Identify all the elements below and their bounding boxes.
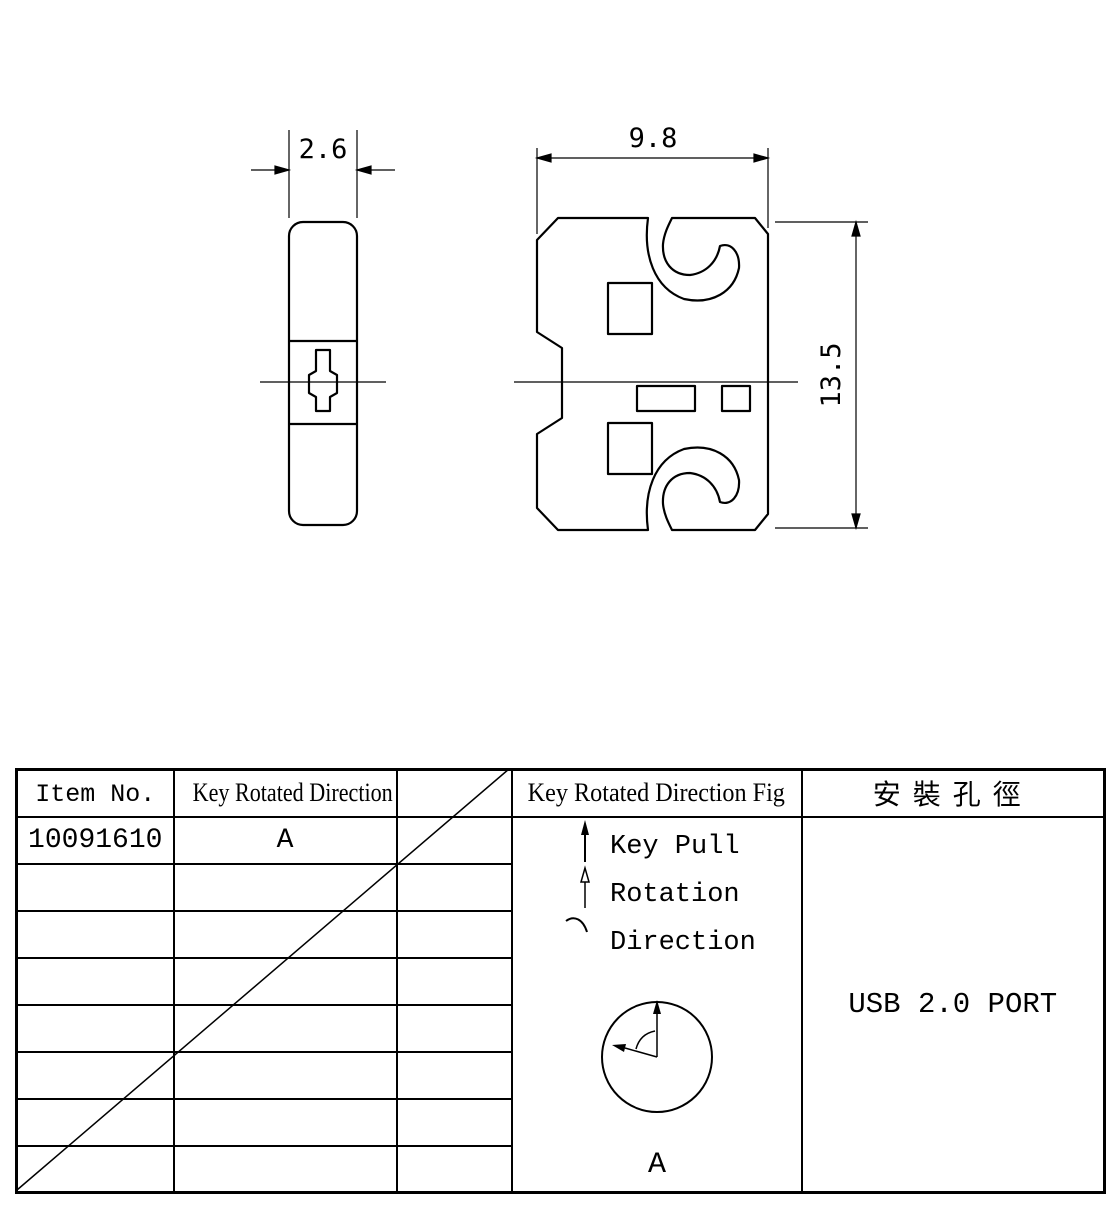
table-row (15, 862, 1105, 912)
header-blank (395, 768, 513, 818)
table-cell (15, 862, 175, 912)
spec-table: Item No. Key Rotated Direction Key Rotat… (15, 768, 1106, 1194)
arrowhead (753, 153, 771, 163)
rotation-label: Rotation (610, 880, 740, 910)
center-tab-right (720, 384, 752, 413)
rotation-direction-arrowhead (612, 1044, 626, 1052)
direction-label: Direction (610, 928, 756, 958)
header-key-direction-fig-label: Key Rotated Direction Fig (527, 778, 786, 808)
rotation-arc (635, 1030, 656, 1050)
item-no-cell: 10091610 (15, 815, 175, 865)
table-row (15, 1003, 1105, 1053)
direction-cell: A (172, 815, 398, 865)
table-diagonal-line (16, 768, 510, 1191)
key-slot-outline (307, 348, 339, 413)
table-cell (395, 1050, 513, 1100)
table-cell (15, 909, 175, 959)
table-row (15, 1144, 1105, 1194)
table-cell (395, 1097, 513, 1147)
header-mounting-hole-label: 安裝孔徑 (872, 780, 1033, 812)
port-cell: USB 2.0 PORT (800, 815, 1106, 1194)
arrowhead (851, 219, 861, 237)
table-row (15, 1097, 1105, 1147)
dimension-side-width-value: 2.6 (299, 134, 348, 165)
key-pull-arrowhead (581, 820, 589, 835)
side-view-outline (287, 220, 359, 527)
table-cell (172, 1003, 398, 1053)
dimension-front-width (534, 148, 771, 234)
table-cell (172, 862, 398, 912)
rect-hole-bottom (606, 421, 654, 476)
rotation-arrowhead (580, 865, 590, 883)
table-cell (172, 1097, 398, 1147)
header-item-no: Item No. (15, 768, 175, 818)
side-view (287, 220, 359, 527)
table-cell (15, 1050, 175, 1100)
center-tab-left (635, 384, 697, 413)
figure-view-label: A (648, 1148, 666, 1182)
header-key-direction: Key Rotated Direction (172, 768, 398, 818)
key-direction-figure: Key Pull Rotation Direction A (565, 820, 756, 1182)
dimension-front-height-value: 13.5 (816, 342, 847, 407)
dimension-front-height (775, 219, 868, 531)
dimension-front-width-value: 9.8 (629, 123, 678, 154)
direction-curve-icon (565, 917, 588, 933)
table-cell (15, 1097, 175, 1147)
table-cell (395, 909, 513, 959)
table-row (15, 909, 1105, 959)
table-row (15, 956, 1105, 1006)
arrowhead (534, 153, 552, 163)
front-view (535, 216, 770, 532)
table-cell (15, 956, 175, 1006)
arrowhead (274, 165, 292, 175)
rotation-direction-arrow (624, 1047, 658, 1058)
table-header-row: Item No. Key Rotated Direction Key Rotat… (15, 768, 1106, 818)
table-cell (172, 956, 398, 1006)
rect-hole-top (606, 281, 654, 336)
table-cell (172, 1050, 398, 1100)
arrowhead (354, 165, 372, 175)
table-cell (15, 1003, 175, 1053)
header-mounting-hole: 安裝孔徑 (800, 768, 1106, 818)
front-view-outline (535, 216, 770, 532)
table-cell (172, 1144, 398, 1194)
header-key-direction-label: Key Rotated Direction (192, 778, 393, 808)
key-pull-label: Key Pull (610, 832, 740, 862)
table-row (15, 1050, 1105, 1100)
table-cell (395, 815, 513, 865)
dimension-side-width (251, 130, 395, 218)
table-cell (395, 862, 513, 912)
table-cell (395, 956, 513, 1006)
key-pull-direction-arrowhead (653, 1000, 661, 1014)
table-cell (395, 1144, 513, 1194)
arrowhead (851, 513, 861, 531)
header-item-no-label: Item No. (35, 779, 156, 809)
table-cell (395, 1003, 513, 1053)
header-key-direction-fig: Key Rotated Direction Fig (510, 768, 803, 818)
table-cell (172, 909, 398, 959)
